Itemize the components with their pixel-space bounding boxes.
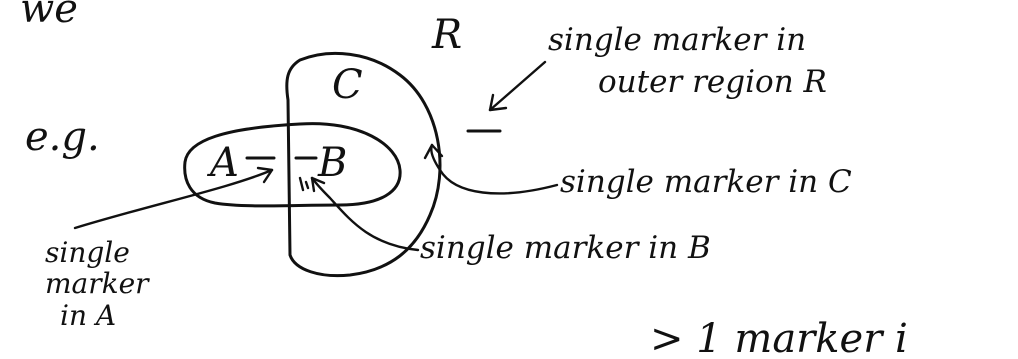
region-label-r: R (431, 12, 462, 58)
note-outer-region-line2: outer region R (598, 64, 827, 100)
note-in-a-line1: single (45, 236, 130, 269)
bottom-text-fragment: > 1 marker i (650, 316, 908, 359)
arrowhead-c (423, 143, 444, 160)
note-in-b: single marker in B (420, 230, 711, 266)
b-tick-stroke (298, 176, 310, 192)
region-label-a: A (206, 140, 239, 186)
note-in-c: single marker in C (560, 164, 852, 200)
arrow-to-b (310, 176, 420, 252)
arrow-to-a (73, 168, 274, 230)
arrow-to-c (430, 143, 559, 195)
arrowhead-a (256, 166, 274, 184)
set-a-curve (183, 122, 402, 208)
top-text-fragment: we (20, 0, 78, 32)
arrow-to-outer-region (488, 60, 547, 112)
arrowhead-b (310, 176, 326, 193)
region-label-b: B (317, 140, 347, 186)
example-label: e.g. (25, 114, 100, 160)
note-outer-region-line1: single marker in (548, 22, 806, 58)
note-in-a-line3: in A (60, 299, 116, 332)
region-label-c: C (332, 62, 363, 108)
note-in-a-line2: marker (45, 267, 150, 300)
arrowhead-outer-region (488, 93, 508, 112)
set-c-curve (285, 51, 442, 278)
